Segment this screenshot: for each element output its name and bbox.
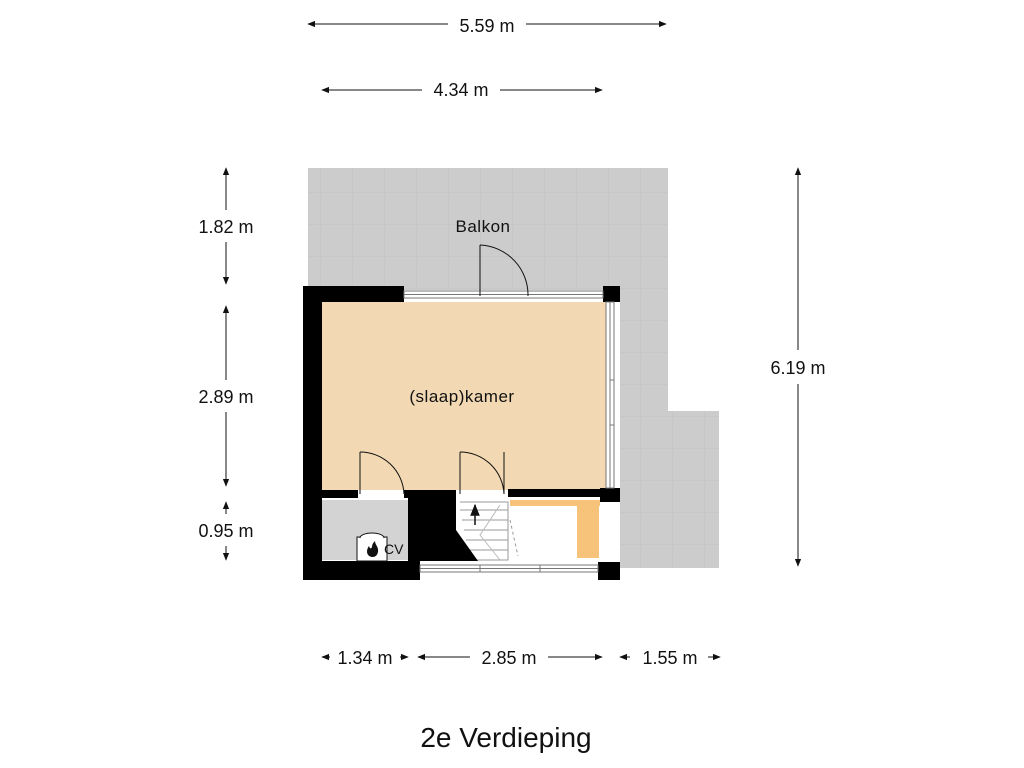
dimension-bottom-right: 1.55 m [619, 648, 721, 668]
dimension-label: 4.34 m [433, 80, 488, 100]
dimension-left-bottom: 0.95 m [198, 501, 254, 561]
dimension-label: 1.55 m [642, 648, 697, 668]
bedroom-label: (slaap)kamer [409, 387, 514, 406]
dimension-top-inner: 4.34 m [321, 80, 603, 100]
bedroom-floor [322, 302, 610, 490]
floor-title: 2e Verdieping [420, 722, 591, 753]
balcony-area [308, 168, 721, 568]
dimension-bottom-mid: 2.85 m [417, 648, 603, 668]
dimension-right-overall: 6.19 m [770, 167, 826, 567]
dimension-label: 6.19 m [770, 358, 825, 378]
dimension-label: 5.59 m [459, 16, 514, 36]
windows [403, 290, 615, 573]
dimension-label: 1.34 m [337, 648, 392, 668]
dimension-left-balcony: 1.82 m [198, 167, 254, 285]
flame-icon [367, 541, 379, 557]
walls [303, 286, 620, 580]
boiler: CV [356, 532, 404, 562]
dimension-label: 2.89 m [198, 387, 253, 407]
dimension-left-room: 2.89 m [198, 305, 254, 487]
dimension-label: 2.85 m [481, 648, 536, 668]
dimension-label: 0.95 m [198, 521, 253, 541]
boiler-label: CV [384, 541, 404, 557]
dimension-bottom-left: 1.34 m [321, 648, 409, 668]
doors [359, 244, 529, 495]
dimension-top-overall: 5.59 m [307, 16, 667, 36]
dimension-label: 1.82 m [198, 217, 253, 237]
balcony-label: Balkon [456, 217, 511, 236]
